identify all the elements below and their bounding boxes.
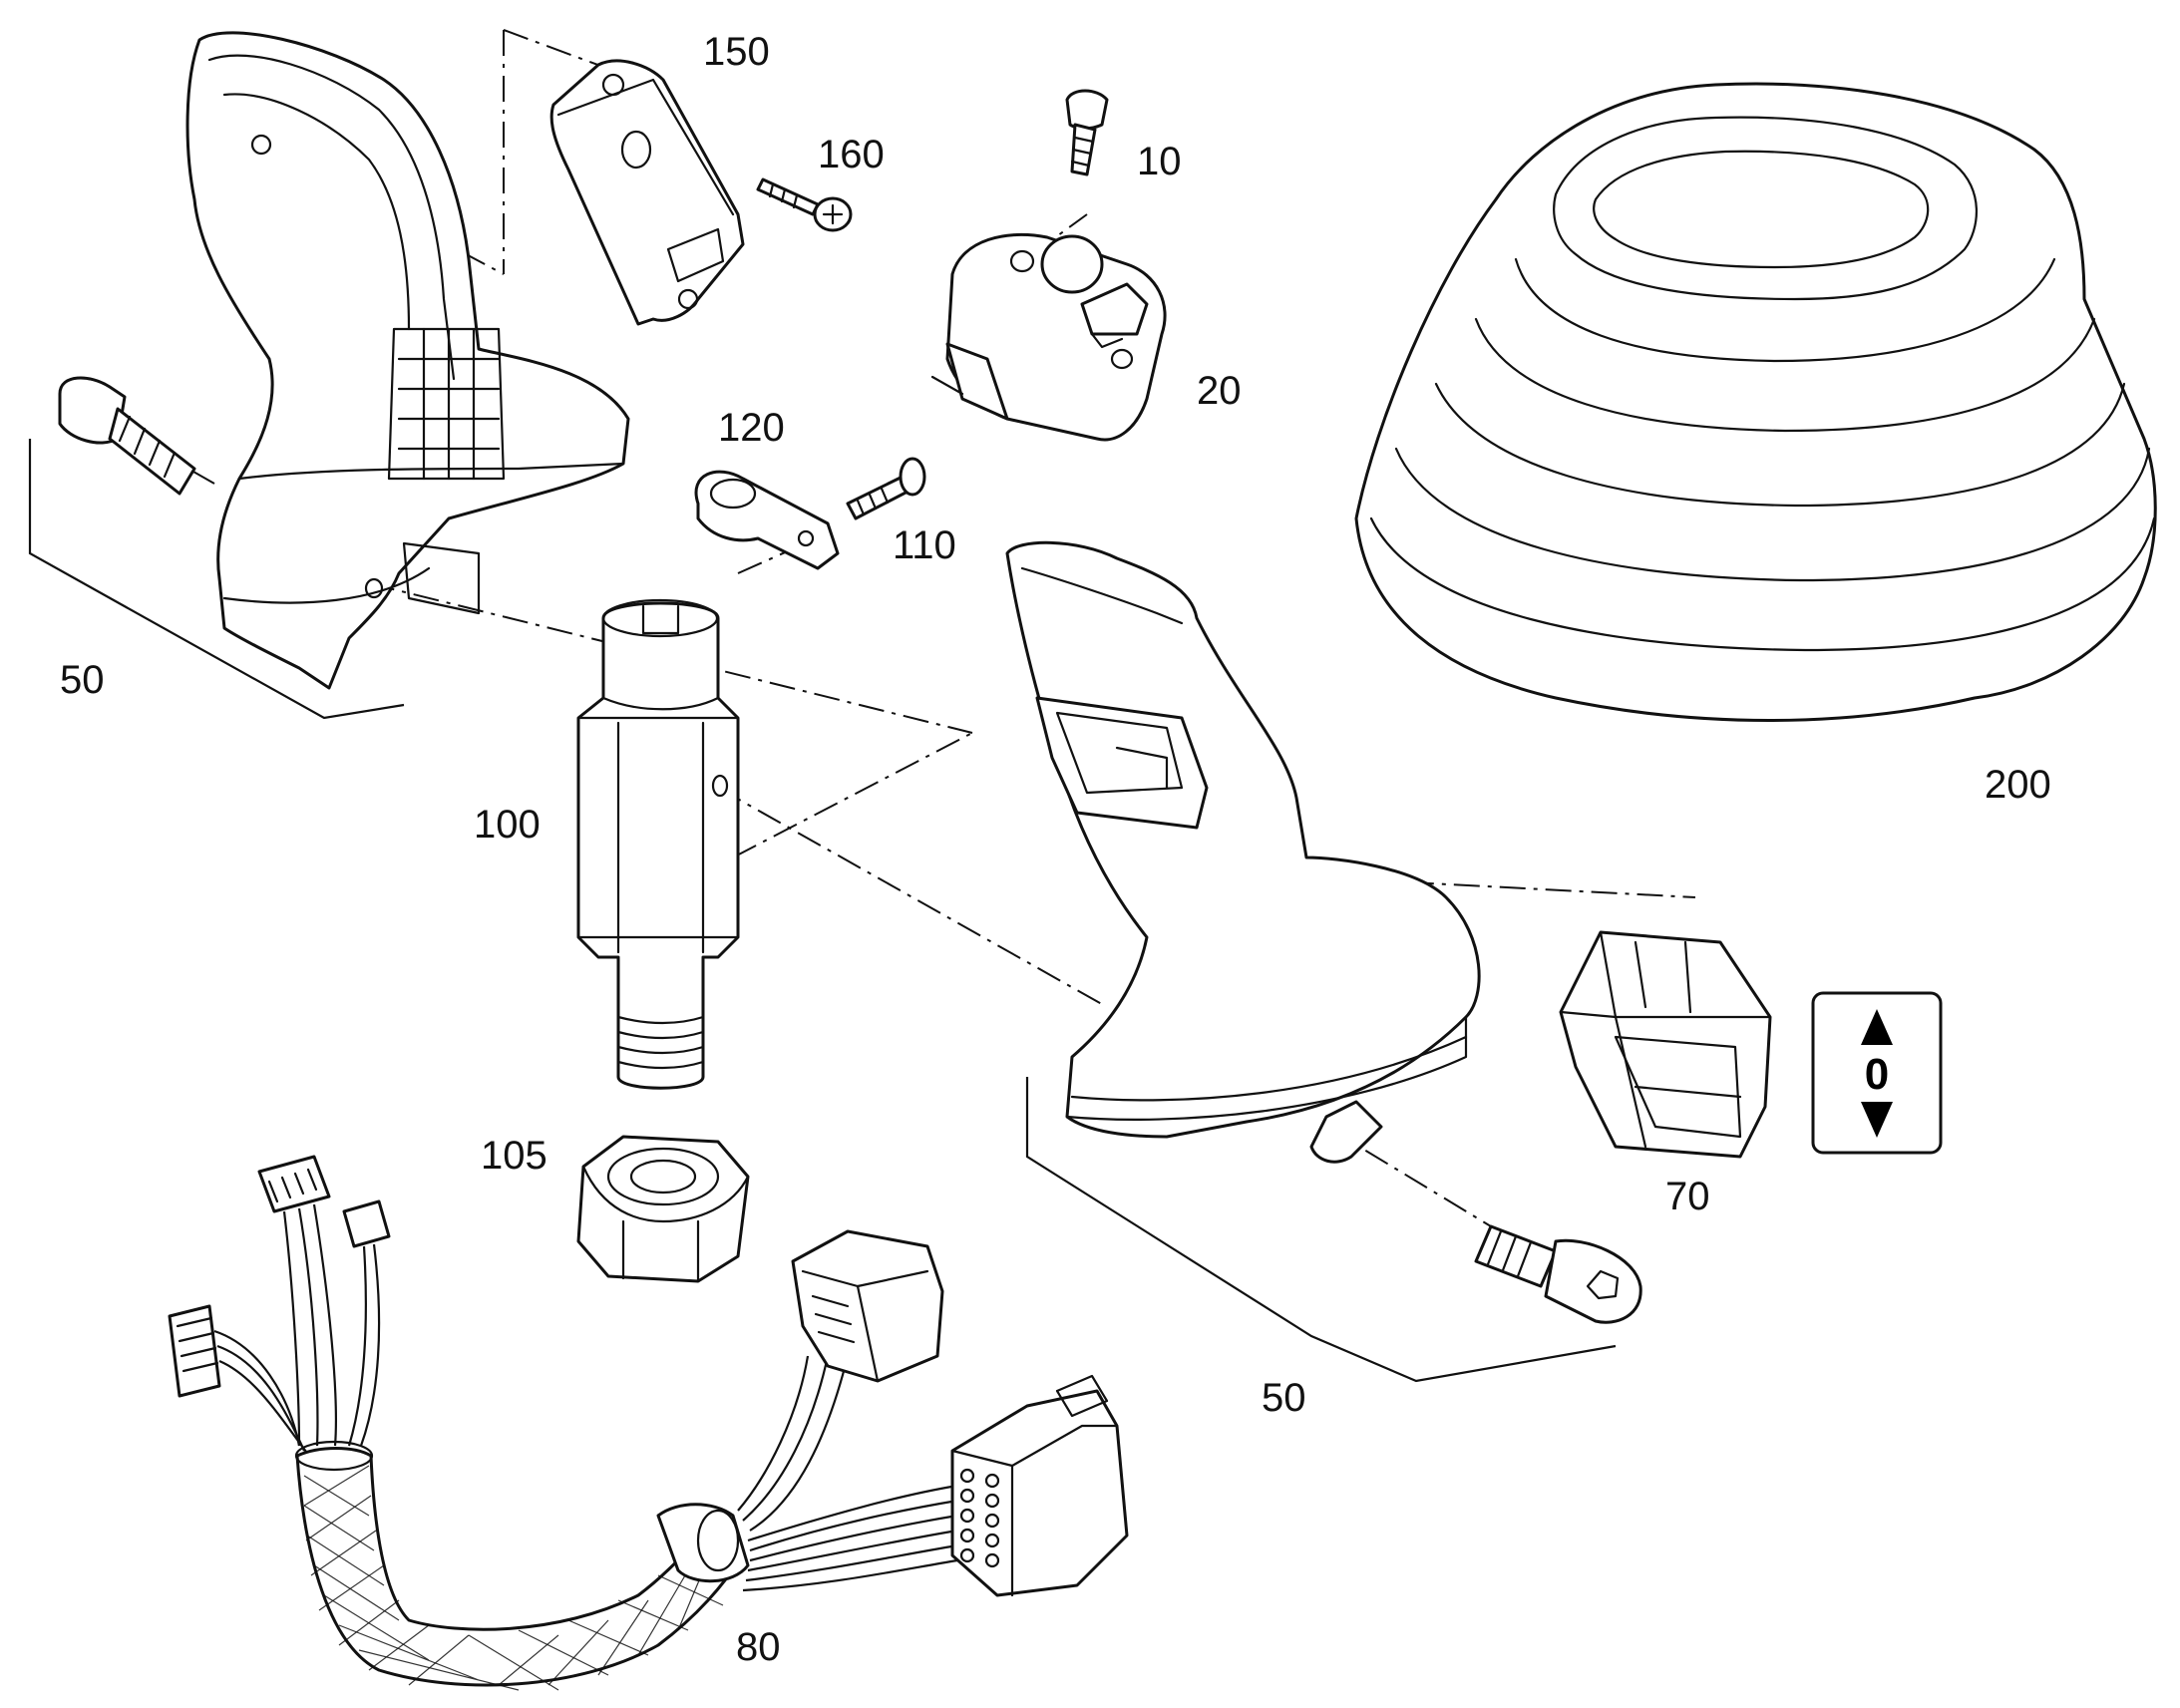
switch-symbol-label: 0 (1865, 1050, 1889, 1099)
rubber-boot (1354, 82, 2157, 722)
callout-105: 105 (481, 1134, 547, 1178)
callout-50-left: 50 (60, 658, 105, 702)
callouts: 150 160 10 120 110 20 50 100 200 105 70 … (60, 30, 2051, 1669)
leader-50-left (28, 439, 405, 720)
electronic-module (549, 59, 745, 326)
braid-pattern (303, 1465, 724, 1691)
leader-50-right (1025, 1077, 1617, 1383)
connector-pins (959, 1468, 1000, 1568)
pan-head-screw (846, 457, 926, 520)
callout-200: 200 (1985, 763, 2051, 807)
socket-bolt-right (1474, 1224, 1642, 1324)
up-arrow-icon (1861, 1009, 1893, 1045)
tapping-screw (756, 177, 853, 232)
callout-120: 120 (718, 406, 785, 450)
callout-70: 70 (1665, 1175, 1710, 1218)
callout-100: 100 (474, 803, 541, 847)
callout-110: 110 (893, 523, 956, 567)
callout-150: 150 (703, 30, 770, 74)
hex-nut (576, 1135, 750, 1283)
rocker-switch (1559, 930, 1772, 1159)
callout-50-right: 50 (1262, 1376, 1306, 1420)
socket-bolt-left (58, 376, 196, 496)
push-button-module (930, 232, 1167, 442)
switch-symbol-box: 0 (1811, 991, 1943, 1155)
grip-half-shell-left (185, 31, 630, 690)
wiring-harness (168, 1155, 1129, 1691)
down-arrow-icon (1861, 1102, 1893, 1138)
cable-clamp (694, 470, 840, 570)
callout-160: 160 (818, 133, 885, 176)
lever-shaft (576, 598, 740, 1090)
cap-screw-small (1065, 89, 1109, 176)
grip-half-right (1005, 540, 1481, 1164)
callout-80: 80 (736, 1625, 781, 1669)
callout-20: 20 (1197, 369, 1242, 413)
callout-10: 10 (1137, 140, 1182, 183)
